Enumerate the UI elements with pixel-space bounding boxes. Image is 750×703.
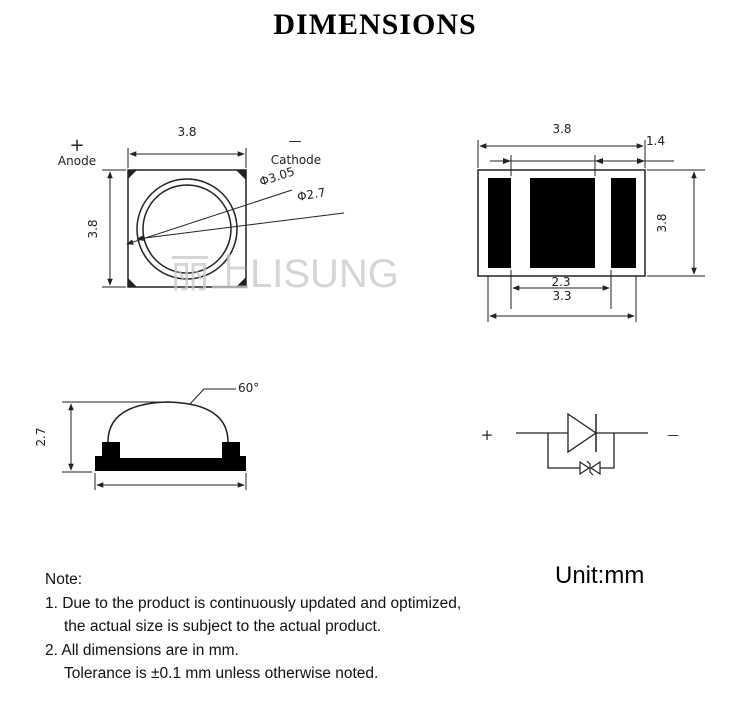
center-pad-label: 2.3 [551,275,570,289]
left-pad [488,178,511,268]
top-view-corner-mark [128,170,137,179]
pad-width-arrow [595,158,603,164]
note-item-1-line-1: 1. Due to the product is continuously up… [45,594,462,612]
top-view-corner-mark [236,277,246,287]
right-pad [611,178,636,268]
bottom-view: 3.8 1.4 3.8 2.3 3.3 [477,122,705,322]
schematic-minus-label: — [667,428,679,442]
bottom-view-height-label: 3.8 [655,213,669,232]
unit-label: Unit:mm [555,562,645,589]
schematic-plus-label: + [481,426,494,444]
top-view-corner-mark [128,278,137,287]
outer-diameter-label: Φ3.05 [258,164,297,188]
protection-diode-symbol [589,460,601,476]
top-view: 3.8 3.8 + Anode — Cathode Φ3.05 Φ2.7 丽上L… [58,125,399,296]
pad-width-label: 1.4 [646,134,665,148]
angle-leader-line [189,388,205,405]
top-view-inner-lens-circle [142,184,232,274]
side-view-lens-dome [107,401,229,443]
anode-label: Anode [58,154,96,168]
top-view-package-outline [127,169,247,288]
note-item-2-line-1: 2. All dimensions are in mm. [45,641,239,659]
cathode-symbol: — [289,134,302,149]
side-view-package-body [95,442,246,471]
side-view-height-label: 2.7 [34,427,48,446]
cathode-label: Cathode [271,153,321,167]
top-view-cathode-corner-mark [236,170,246,180]
note-item-2-line-2: Tolerance is ±0.1 mm unless otherwise no… [64,665,379,682]
notes-section: Note: 1. Due to the product is continuou… [45,568,461,686]
led-diode-symbol [567,412,598,454]
page-title: DIMENSIONS [273,8,477,41]
protection-diode-bar [586,460,594,476]
pad-width-arrow [503,158,511,164]
pad-width-arrow [637,158,645,164]
center-pad [530,178,595,268]
bottom-view-width-label: 3.8 [552,122,571,136]
notes-heading: Note: [45,571,83,588]
outer-diameter-leader [126,189,293,245]
schematic-wire [600,433,615,469]
beam-angle-label: 60° [238,381,259,395]
schematic-wire [547,433,580,469]
pad-span-label: 3.3 [552,289,571,303]
top-view-outer-lens-circle [136,178,238,280]
circuit-schematic: + — [481,412,679,476]
top-view-width-label: 3.8 [177,125,196,139]
side-view: 60° 2.7 [34,381,259,490]
note-item-1-line-2: the actual size is subject to the actual… [64,618,382,635]
inner-diameter-leader [136,212,345,241]
protection-diode-symbol [579,460,591,476]
bottom-view-package-outline [477,169,646,277]
inner-diameter-label: Φ2.7 [296,185,327,204]
anode-symbol: + [69,135,84,156]
brand-watermark: 丽上LISUNG [170,252,399,296]
top-view-height-label: 3.8 [86,219,100,238]
